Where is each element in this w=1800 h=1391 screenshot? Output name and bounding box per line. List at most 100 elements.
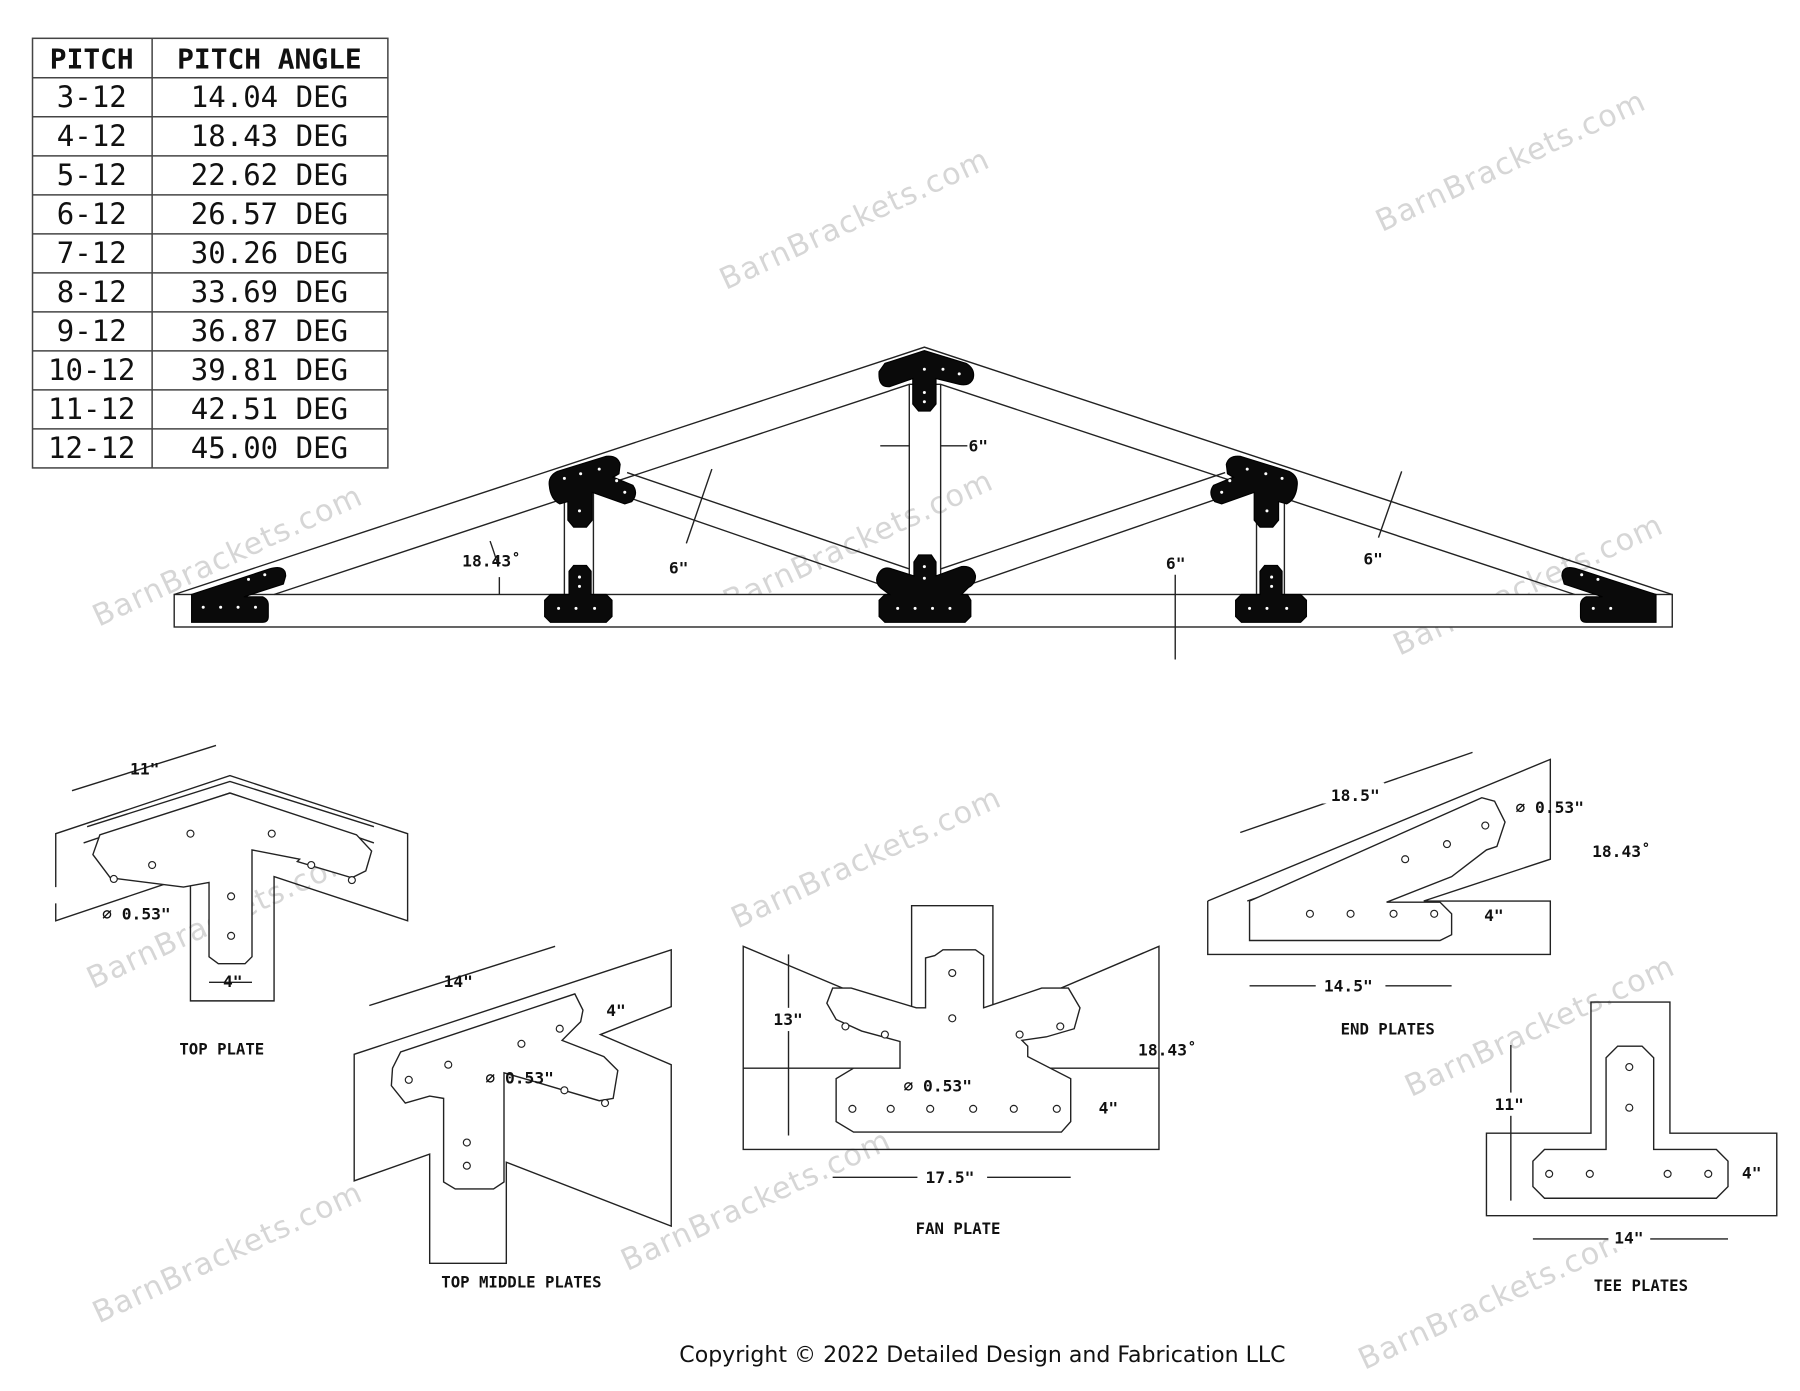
top-middle-plate-left bbox=[548, 455, 637, 528]
top-plate-timber-edge bbox=[86, 780, 375, 828]
rivet-hole bbox=[593, 606, 597, 610]
bolt-hole bbox=[148, 860, 157, 870]
rivet-hole bbox=[201, 605, 205, 609]
table-cell-pitch: 10-12 bbox=[48, 353, 135, 387]
table-cell-pitch: 8-12 bbox=[57, 275, 127, 309]
top-plate-length-label: 11" bbox=[130, 759, 159, 778]
tee-plates-title: TEE PLATES bbox=[1594, 1276, 1688, 1295]
top-plate-length-dim bbox=[71, 744, 217, 792]
end-hole-label: ⌀ 0.53" bbox=[1515, 798, 1584, 817]
rivet-hole bbox=[253, 605, 257, 609]
watermark: BarnBrackets.com bbox=[1353, 1222, 1634, 1378]
rivet-hole bbox=[1228, 479, 1232, 483]
rivet-hole bbox=[941, 367, 945, 371]
diameter-symbol: ⌀ bbox=[102, 905, 122, 924]
bolt-hole bbox=[560, 1086, 569, 1095]
fan-length-label: 17.5" bbox=[926, 1168, 975, 1187]
rivet-hole bbox=[1609, 606, 1613, 610]
top-middle-plate-right bbox=[1210, 455, 1298, 528]
pitch-angle-arc bbox=[489, 540, 501, 595]
rivet-hole bbox=[896, 606, 900, 610]
rivet-hole bbox=[922, 400, 926, 404]
fan-height-label: 13" bbox=[773, 1010, 802, 1029]
bolt-hole bbox=[1305, 909, 1314, 918]
top-middle-plates-title: TOP MIDDLE PLATES bbox=[441, 1273, 601, 1292]
table-header-pitch: PITCH bbox=[50, 43, 134, 76]
rivet-hole bbox=[557, 606, 561, 610]
rivet-hole bbox=[579, 472, 583, 476]
bolt-hole bbox=[600, 1098, 610, 1108]
top-plate-timber-outline bbox=[55, 774, 409, 1002]
hole-diameter-value: 0.53" bbox=[122, 905, 171, 924]
fan-plate-outline bbox=[826, 949, 1081, 1133]
rivet-hole bbox=[922, 367, 926, 371]
pitch-angle-label: 18.43˚ bbox=[462, 552, 521, 571]
fan-plate-detail: 13" ⌀ 0.53" 4" 18.43˚ 17.5" FAN PLATE bbox=[742, 904, 1197, 1238]
bolt-hole bbox=[517, 1039, 526, 1048]
bolt-hole bbox=[462, 1161, 471, 1170]
table-cell-angle: 45.00 DEG bbox=[191, 431, 348, 465]
rivet-hole bbox=[922, 576, 926, 580]
left-web-lower-edge bbox=[593, 484, 910, 596]
fan-width-label: 4" bbox=[1099, 1098, 1119, 1117]
table-cell-pitch: 5-12 bbox=[57, 158, 127, 192]
tee-plate-outline bbox=[1532, 1045, 1729, 1199]
top-chord-dim-line bbox=[1377, 471, 1403, 538]
end-bottom-length-label: 14.5" bbox=[1324, 977, 1373, 996]
table-cell-angle: 18.43 DEG bbox=[191, 119, 348, 153]
tee-timber-outline bbox=[1485, 1001, 1778, 1217]
end-plate-right bbox=[1561, 567, 1657, 623]
top-middle-length-label: 14" bbox=[444, 972, 473, 991]
diameter-symbol: ⌀ bbox=[903, 1076, 923, 1095]
rivet-hole bbox=[615, 479, 619, 483]
diameter-symbol: ⌀ bbox=[485, 1068, 505, 1087]
rivet-hole bbox=[623, 490, 627, 494]
truss-dimensions: 18.43˚ 6" 6" 6" 6" bbox=[462, 437, 1403, 660]
watermark: BarnBrackets.com bbox=[87, 1175, 368, 1331]
table-row: 4-12 18.43 DEG bbox=[57, 119, 348, 153]
rivet-hole bbox=[957, 372, 961, 376]
end-width-label: 4" bbox=[1484, 906, 1504, 925]
bolt-hole bbox=[227, 892, 236, 901]
bolt-hole bbox=[880, 1030, 889, 1039]
right-web-upper-edge bbox=[940, 471, 1226, 570]
tee-width-label: 4" bbox=[1742, 1164, 1762, 1183]
rivet-hole bbox=[574, 606, 578, 610]
end-angle-label: 18.43˚ bbox=[1592, 842, 1651, 861]
bolt-hole bbox=[1625, 1103, 1634, 1112]
rivet-hole bbox=[1591, 606, 1595, 610]
bolt-hole bbox=[186, 829, 195, 838]
rivet-hole bbox=[1580, 573, 1584, 577]
bolt-hole bbox=[1481, 821, 1490, 830]
end-timber-outline bbox=[1207, 758, 1552, 956]
table-cell-angle: 22.62 DEG bbox=[191, 158, 348, 192]
rivet-hole bbox=[577, 509, 581, 513]
top-middle-plates-detail: 14" 4" ⌀ 0.53" TOP MIDDLE PLATES bbox=[353, 945, 672, 1292]
hole-diameter-value: 0.53" bbox=[505, 1068, 554, 1087]
bolt-hole bbox=[1585, 1169, 1594, 1178]
bolt-hole bbox=[1346, 909, 1355, 918]
bolt-hole bbox=[948, 1014, 957, 1023]
diameter-symbol: ⌀ bbox=[1515, 798, 1535, 817]
copyright-notice: Copyright © 2022 Detailed Design and Fab… bbox=[679, 1343, 1285, 1368]
rivet-hole bbox=[1265, 606, 1269, 610]
watermark: BarnBrackets.com bbox=[616, 1123, 897, 1279]
bolt-hole bbox=[1052, 1104, 1061, 1113]
rivet-hole bbox=[913, 606, 917, 610]
rivet-hole bbox=[1280, 476, 1284, 480]
bolt-hole bbox=[555, 1024, 564, 1033]
king-post-width-label: 6" bbox=[969, 437, 989, 456]
left-web-upper-edge bbox=[626, 471, 910, 570]
bolt-hole bbox=[109, 874, 118, 884]
rivet-hole bbox=[931, 606, 935, 610]
top-plate-detail: 11" ⌀ 0.53" 4" TOP PLATE bbox=[55, 744, 409, 1058]
table-cell-pitch: 4-12 bbox=[57, 119, 127, 153]
bolt-hole bbox=[1056, 1022, 1065, 1031]
bolt-hole bbox=[1545, 1169, 1554, 1178]
tee-length-label-bg bbox=[1608, 1227, 1651, 1249]
